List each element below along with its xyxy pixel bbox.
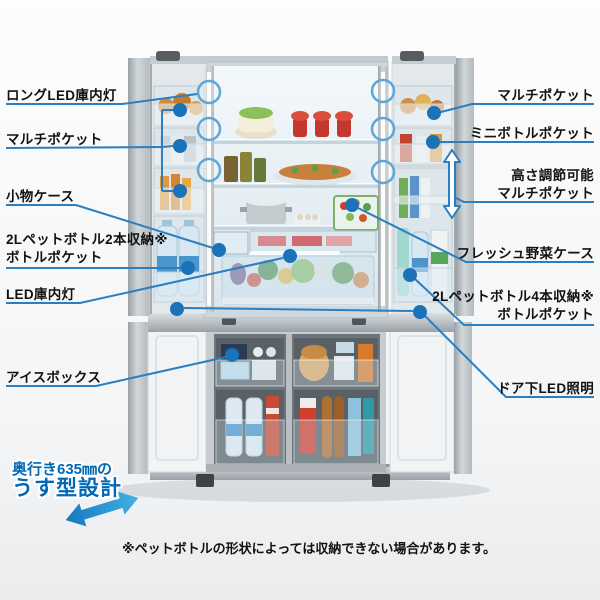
- label-multi-pocket-right: マルチポケット: [497, 88, 594, 103]
- label-fresh-veg-case: フレッシュ野菜ケース: [456, 246, 594, 261]
- depth-feature-line1: 奥行き635㎜の: [12, 461, 113, 478]
- label-ice-box: アイスボックス: [6, 370, 102, 385]
- depth-feature: 奥行き635㎜の うす型設計: [12, 462, 122, 500]
- label-multi-pocket-left: マルチポケット: [6, 132, 103, 147]
- floor-shadow: [110, 478, 490, 502]
- callout-dot: [173, 103, 187, 117]
- callout-dot: [283, 249, 297, 263]
- callout-lines: [5, 93, 594, 398]
- left-fridge-door: [128, 51, 207, 316]
- label-bottle-pocket-4l-line2: ボトルポケット: [497, 307, 594, 322]
- right-fridge-door: [391, 51, 474, 316]
- callout-dot: [413, 305, 427, 319]
- callout-dot: [345, 198, 359, 212]
- label-long-led-light: ロングLED庫内灯: [6, 88, 117, 103]
- led-highlight-rings: [196, 78, 396, 185]
- callout-dot: [426, 135, 440, 149]
- label-under-door-led: ドア下LED照明: [497, 381, 594, 396]
- depth-arrow-icon: [65, 491, 139, 527]
- callout-dots: [170, 103, 441, 362]
- label-bottle-pocket-4l-line1: 2Lペットボトル4本収納※: [432, 289, 594, 304]
- label-mini-bottle-pocket: ミニボトルポケット: [469, 126, 594, 141]
- callout-dot: [403, 268, 417, 282]
- label-bottle-pocket-2l-line2: ボトルポケット: [6, 250, 103, 265]
- label-small-items-case: 小物ケース: [6, 189, 75, 204]
- callout-dot: [212, 243, 226, 257]
- callout-dot: [170, 302, 184, 316]
- callout-dot: [173, 139, 187, 153]
- freezer-right-door: [389, 322, 472, 474]
- label-adjustable-line1: 高さ調節可能: [511, 168, 594, 183]
- label-bottle-pocket-2l-line1: 2Lペットボトル2本収納※: [6, 232, 168, 247]
- freezer-compartments: [206, 320, 386, 472]
- fridge-interior: [203, 56, 389, 319]
- callout-dot: [181, 261, 195, 275]
- footnote: ※ペットボトルの形状によっては収納できない場合があります。: [122, 541, 497, 556]
- freezer-left-door: [128, 322, 207, 474]
- label-adjustable-line2: マルチポケット: [497, 186, 594, 201]
- depth-feature-line2: うす型設計: [12, 476, 122, 500]
- callout-dot: [427, 106, 441, 120]
- label-led-light: LED庫内灯: [6, 287, 76, 302]
- callout-dot: [225, 348, 239, 362]
- height-adjust-arrow-icon: [443, 149, 461, 219]
- callout-dot: [173, 184, 187, 198]
